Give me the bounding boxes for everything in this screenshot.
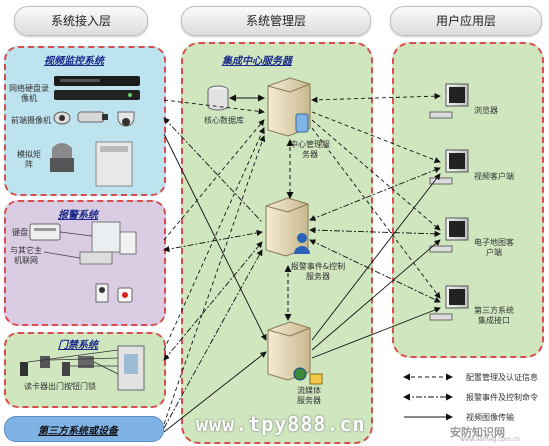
layer-header-application: 用户应用层 (390, 6, 542, 36)
nvr-label: 网络硬盘录像机 (9, 84, 49, 103)
legend-config-label: 配置管理及认证信息 (466, 373, 538, 382)
keyboard-label: 键盘 (12, 228, 28, 237)
management-server-label: 中心管理服务器 (290, 140, 330, 159)
alarm-server-icon (265, 197, 310, 257)
matrix-label: 模拟矩阵 (17, 150, 41, 169)
access-control-title: 门禁系统 (58, 340, 98, 351)
stream-server-icon (267, 321, 323, 385)
browser-label: 浏览器 (474, 106, 498, 115)
third-party-panel (4, 416, 164, 442)
alarm-system-title: 报警系统 (58, 210, 98, 221)
camera-icon (53, 111, 135, 127)
browser-monitor-icon (429, 83, 469, 119)
third-party-interface-label: 第三方系统集成接口 (474, 306, 514, 325)
access-devices-label: 读卡器出门按钮门锁 (24, 382, 96, 391)
stream-server-label: 流媒体服务器 (297, 386, 321, 405)
management-server-icon (267, 77, 311, 137)
video-client-monitor-icon (429, 149, 469, 185)
layer-header-access: 系统接入层 (14, 6, 148, 36)
third-party-monitor-icon (429, 285, 469, 321)
legend-video-label: 视频图像传输 (466, 413, 514, 422)
alarm-devices-icon (29, 221, 137, 303)
camera-label: 前端摄像机 (11, 116, 51, 125)
center-to-client-links (309, 93, 441, 359)
watermark-site-url: www.asmag.com.cn (460, 436, 520, 443)
map-client-monitor-icon (429, 217, 469, 253)
core-database-icon (207, 85, 229, 111)
legend-alarm-label: 报警事件及控制命令 (466, 393, 538, 402)
integration-center-title: 集成中心服务器 (222, 56, 292, 67)
core-database-label: 核心数据库 (204, 116, 244, 125)
map-client-label: 电子地图客户端 (474, 238, 514, 257)
matrix-device-icon (50, 141, 133, 187)
third-party-title: 第三方系统或设备 (38, 426, 118, 437)
video-surveillance-title: 视频监控系统 (44, 56, 104, 67)
watermark-site-name: 安防知识网 (450, 426, 505, 439)
watermark-url: www.tpy888.cn (196, 412, 366, 436)
legend-arrows (403, 373, 453, 421)
access-to-center-links (163, 99, 267, 433)
layer-header-management: 系统管理层 (181, 6, 371, 36)
access-devices-icon (20, 345, 145, 391)
nvr-device-icon (54, 76, 140, 100)
video-client-label: 视频客户端 (474, 172, 514, 181)
network-host-label: 与其它主机联网 (10, 246, 42, 265)
